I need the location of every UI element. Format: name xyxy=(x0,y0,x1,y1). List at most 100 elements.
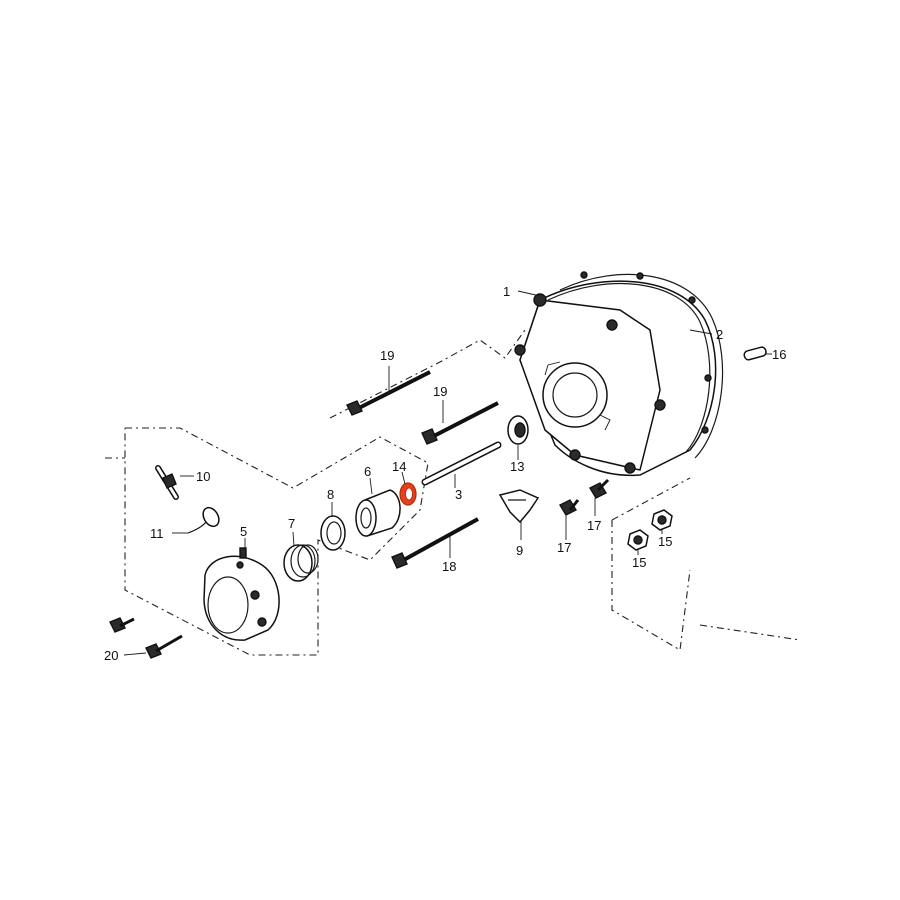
bleed-valve-part-10 xyxy=(155,465,179,500)
piston-face-inner xyxy=(360,507,372,529)
cover-rim-bolt-c xyxy=(701,426,709,434)
housing-part-5 xyxy=(203,547,280,641)
cover-lug-upper xyxy=(606,319,618,331)
bolt-head xyxy=(346,400,363,416)
bolt-19-lower xyxy=(421,401,499,445)
nut-hole xyxy=(633,535,643,545)
label-part-17-b: 17 xyxy=(587,518,601,533)
bolt-part-17-a xyxy=(559,499,580,516)
label-part-18: 18 xyxy=(442,559,456,574)
label-part-11: 11 xyxy=(150,526,164,541)
nut-hole xyxy=(657,515,667,525)
label-part-9: 9 xyxy=(516,543,523,558)
cover-lug-left xyxy=(514,344,526,356)
label-part-10: 10 xyxy=(196,469,210,484)
label-part-5: 5 xyxy=(240,524,247,539)
leader-part-2 xyxy=(689,329,713,335)
cap-part-11 xyxy=(187,506,220,534)
cover-detail-a xyxy=(544,361,561,376)
assembly-outline-right xyxy=(611,520,691,651)
label-part-17-a: 17 xyxy=(557,540,571,555)
leader-part-7 xyxy=(292,531,295,547)
bolt-part-18 xyxy=(391,517,479,569)
bolt-shaft xyxy=(429,401,499,440)
cover-assembly xyxy=(514,271,724,477)
housing-stud-a xyxy=(250,590,260,600)
cover-rim-inner xyxy=(547,283,711,453)
spring-coil-b xyxy=(290,544,316,578)
leader-part-20 xyxy=(123,652,147,656)
label-part-7: 7 xyxy=(288,516,295,531)
bolt-shaft xyxy=(596,478,610,492)
label-part-19-upper: 19 xyxy=(380,348,394,363)
cover-lug-bottom xyxy=(569,449,581,461)
o-ring-center xyxy=(405,487,413,501)
housing-body xyxy=(203,555,280,641)
housing-stud-c xyxy=(236,561,244,569)
pin-body xyxy=(743,346,767,361)
piston-face xyxy=(355,499,377,537)
bolt-shaft xyxy=(568,499,580,511)
label-part-6: 6 xyxy=(364,464,371,479)
cover-center-hole xyxy=(552,372,598,418)
assembly-outline-left xyxy=(124,427,429,656)
washer-part-13 xyxy=(507,415,529,445)
leader-part-1 xyxy=(517,290,541,297)
bolt-shaft xyxy=(399,517,479,564)
bolt-19-upper xyxy=(346,370,431,416)
clip-body xyxy=(498,489,540,524)
outline-leader-bottom-right xyxy=(699,624,801,641)
cover-rim-bolt-e xyxy=(636,272,644,280)
cover-center-boss xyxy=(542,362,608,428)
bolt-head xyxy=(559,499,577,516)
label-part-15-b: 15 xyxy=(632,555,646,570)
label-part-2: 2 xyxy=(716,327,723,342)
label-part-3: 3 xyxy=(455,487,462,502)
cover-rim-bolt-d xyxy=(580,271,588,279)
bolt-head xyxy=(145,643,162,659)
nut-part-15-b xyxy=(627,529,649,551)
bolt-shaft xyxy=(354,370,431,412)
valve-hex xyxy=(162,473,177,489)
seal-inner xyxy=(326,521,342,545)
cover-rim xyxy=(559,273,724,459)
clip-part-9 xyxy=(498,489,540,524)
seal-part-8 xyxy=(320,515,346,551)
nut-part-15-a xyxy=(651,509,673,531)
leader-part-14 xyxy=(401,471,406,485)
label-part-13: 13 xyxy=(510,459,524,474)
cover-detail-b xyxy=(599,414,611,431)
bolt-part-20-a xyxy=(109,617,135,633)
label-part-8: 8 xyxy=(327,487,334,502)
outline-top-right xyxy=(611,477,691,521)
label-part-15-a: 15 xyxy=(658,534,672,549)
housing-nipple xyxy=(239,547,247,559)
piston-part-6 xyxy=(355,489,401,538)
bolt-shaft xyxy=(155,634,183,653)
housing-face xyxy=(207,576,249,634)
o-ring-part-14 xyxy=(399,482,417,506)
label-part-20: 20 xyxy=(104,648,118,663)
bolt-shaft xyxy=(119,617,135,628)
leader-part-6 xyxy=(369,477,373,495)
housing-stud-b xyxy=(257,617,267,627)
spring-part-7 xyxy=(283,544,319,582)
cover-lug-bottom-right xyxy=(624,462,636,474)
washer-hole xyxy=(514,422,526,438)
shaft-body xyxy=(423,443,500,484)
spring-coil-c xyxy=(297,544,319,574)
cover-lug-top xyxy=(533,293,547,307)
cover-lug-right xyxy=(654,399,666,411)
cap-strap xyxy=(187,521,207,534)
label-part-1: 1 xyxy=(503,284,510,299)
pin-part-16 xyxy=(743,346,767,361)
cap-body xyxy=(202,506,220,528)
bolt-head xyxy=(421,428,438,445)
label-part-14: 14 xyxy=(392,459,406,474)
label-part-19-lower: 19 xyxy=(433,384,447,399)
cover-rim-bolt-b xyxy=(688,296,696,304)
bolt-part-20-b xyxy=(145,634,183,659)
bolt-part-17-b xyxy=(589,478,610,499)
